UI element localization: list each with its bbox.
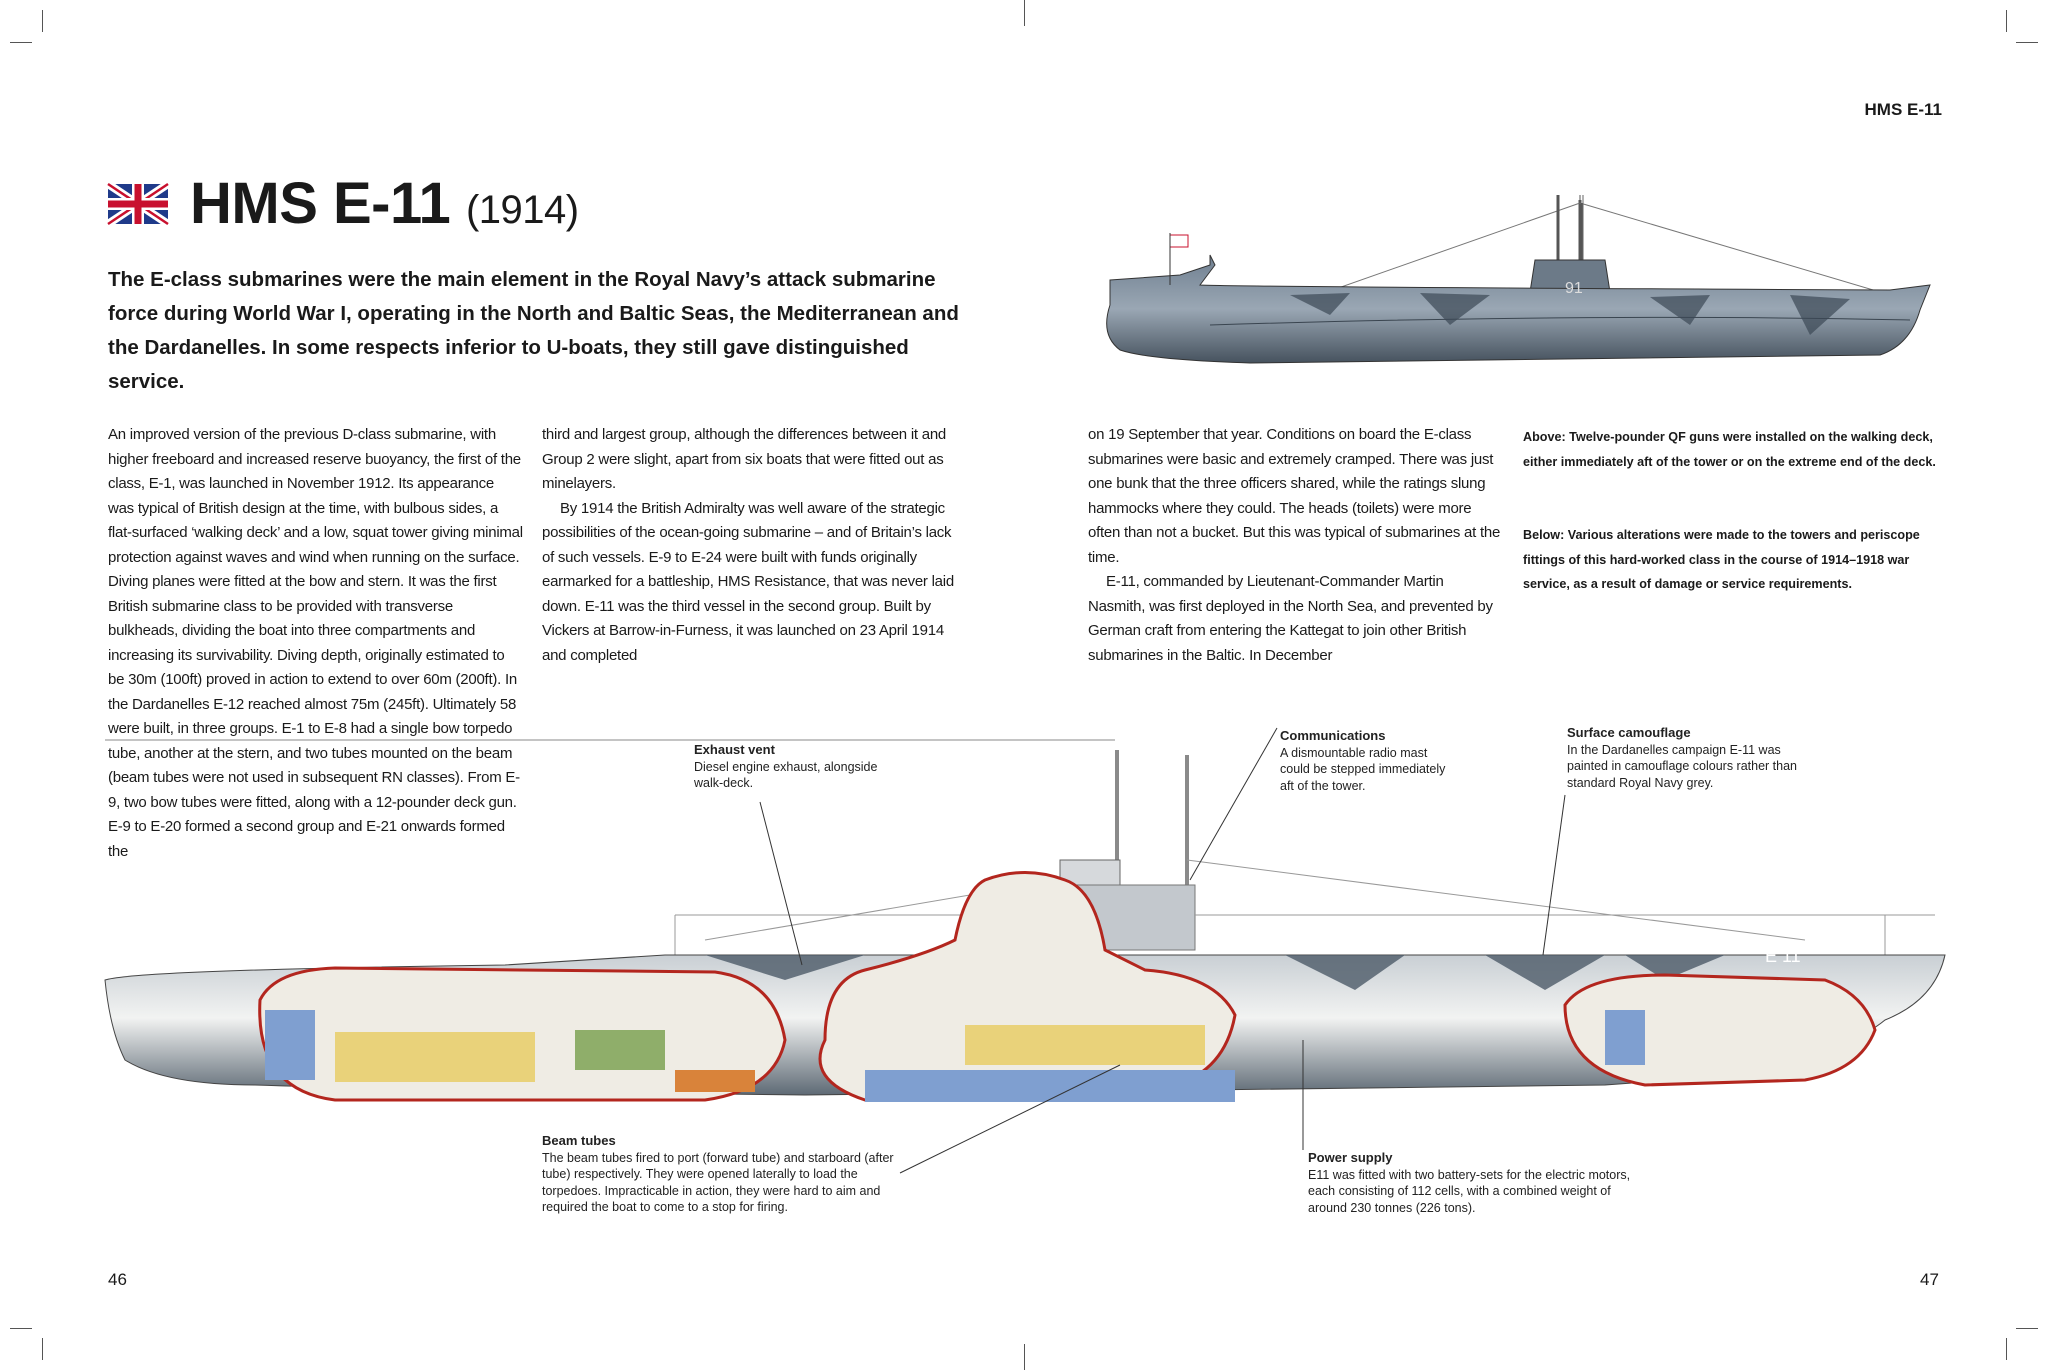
caption-below: Below: Various alterations were made to … bbox=[1523, 528, 1920, 591]
body-paragraph: on 19 September that year. Conditions on… bbox=[1088, 426, 1501, 566]
callout-title: Communications bbox=[1280, 728, 1386, 743]
body-paragraph: third and largest group, although the di… bbox=[542, 426, 947, 492]
running-head: HMS E-11 bbox=[1864, 100, 1942, 119]
callout-text: Diesel engine exhaust, alongside walk-de… bbox=[694, 759, 878, 791]
crop-mark bbox=[2006, 10, 2007, 32]
callout-text: A dismountable radio mast could be stepp… bbox=[1280, 745, 1446, 793]
crop-mark bbox=[2016, 1328, 2038, 1329]
intro-paragraph: The E-class submarines were the main ele… bbox=[108, 268, 959, 393]
callout-text: The beam tubes fired to port (forward tu… bbox=[542, 1150, 894, 1215]
page-number-left: 46 bbox=[108, 1270, 127, 1289]
crop-mark bbox=[1024, 1344, 1025, 1370]
union-jack-flag-icon bbox=[105, 180, 171, 228]
page-title: HMS E-11 (1914) bbox=[190, 170, 579, 237]
callout-title: Power supply bbox=[1308, 1150, 1393, 1165]
callout-surface-camouflage: Surface camouflage In the Dardanelles cam… bbox=[1567, 725, 1817, 791]
submarine-cutaway-illustration: E 11 bbox=[104, 727, 1946, 1174]
title-name: HMS E-11 bbox=[190, 171, 451, 236]
crop-mark bbox=[2006, 1338, 2007, 1360]
body-paragraph: An improved version of the previous D-cl… bbox=[108, 426, 523, 860]
crop-mark bbox=[10, 1328, 32, 1329]
caption-above: Above: Twelve-pounder QF guns were insta… bbox=[1523, 430, 1936, 469]
callout-title: Exhaust vent bbox=[694, 742, 775, 757]
body-column-3: on 19 September that year. Conditions on… bbox=[1088, 423, 1503, 668]
captions: Above: Twelve-pounder QF guns were insta… bbox=[1523, 425, 1941, 597]
body-paragraph: By 1914 the British Admiralty was well a… bbox=[542, 499, 954, 664]
body-column-1: An improved version of the previous D-cl… bbox=[108, 423, 523, 864]
page-number-right: 47 bbox=[1920, 1270, 1939, 1289]
profile-hull-number: 91 bbox=[1565, 280, 1583, 297]
callout-title: Beam tubes bbox=[542, 1133, 616, 1148]
crop-mark bbox=[42, 1338, 43, 1360]
cutaway-hull-marking: E 11 bbox=[1765, 946, 1801, 966]
crop-mark bbox=[2016, 42, 2038, 43]
callout-title: Surface camouflage bbox=[1567, 725, 1691, 740]
crop-mark bbox=[1024, 0, 1025, 26]
body-paragraph: E-11, commanded by Lieutenant-Commander … bbox=[1088, 573, 1493, 664]
callout-communications: Communications A dismountable radio mast … bbox=[1280, 728, 1460, 794]
crop-mark bbox=[42, 10, 43, 32]
crop-mark bbox=[10, 42, 32, 43]
submarine-profile-illustration: 91 bbox=[1106, 195, 1931, 364]
callout-text: E11 was fitted with two battery-sets for… bbox=[1308, 1167, 1631, 1215]
callout-text: In the Dardanelles campaign E-11 was pai… bbox=[1567, 742, 1798, 790]
title-year: (1914) bbox=[465, 188, 579, 232]
body-column-2: third and largest group, although the di… bbox=[542, 423, 957, 668]
